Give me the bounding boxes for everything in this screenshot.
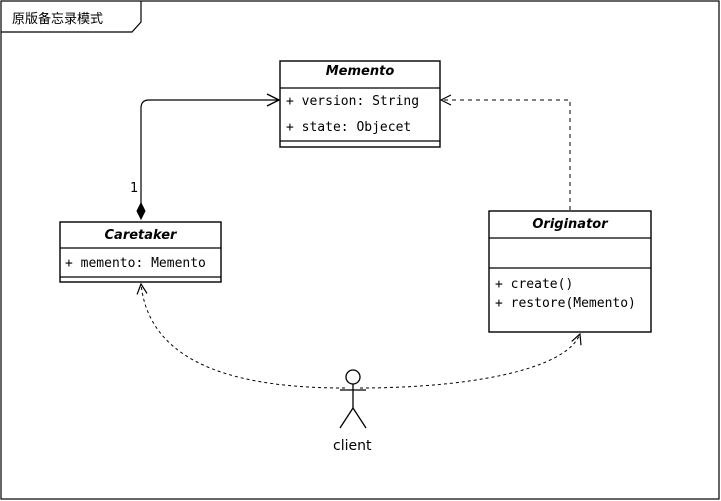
originator-memento-dependency xyxy=(441,100,571,210)
caretaker-class: Caretaker xyxy=(61,228,220,243)
memento-attribute-version: + version: String xyxy=(286,94,420,109)
diagram-frame-tab xyxy=(1,1,142,33)
diagram-title: 原版备忘录模式 xyxy=(12,12,104,27)
client-caretaker-dependency xyxy=(141,284,346,389)
caretaker-memento-association xyxy=(140,100,279,206)
client-actor-icon[interactable] xyxy=(339,369,367,429)
composition-diamond-icon xyxy=(136,201,146,221)
originator-class-name: Originator xyxy=(532,217,608,232)
originator-operation-restore: + restore(Memento) xyxy=(495,296,636,311)
caretaker-attribute-memento: + memento: Memento xyxy=(65,256,206,271)
association-multiplicity: 1 xyxy=(130,181,139,196)
client-originator-dependency xyxy=(359,334,580,389)
originator-operation-create: + create() xyxy=(495,277,574,292)
memento-class: Memento xyxy=(281,64,439,79)
caretaker-class-name: Caretaker xyxy=(104,228,177,243)
memento-class-name: Memento xyxy=(325,64,395,79)
client-actor-label: client xyxy=(333,438,372,454)
memento-attribute-state: + state: Objecet xyxy=(286,120,412,135)
originator-class: Originator xyxy=(490,217,650,232)
